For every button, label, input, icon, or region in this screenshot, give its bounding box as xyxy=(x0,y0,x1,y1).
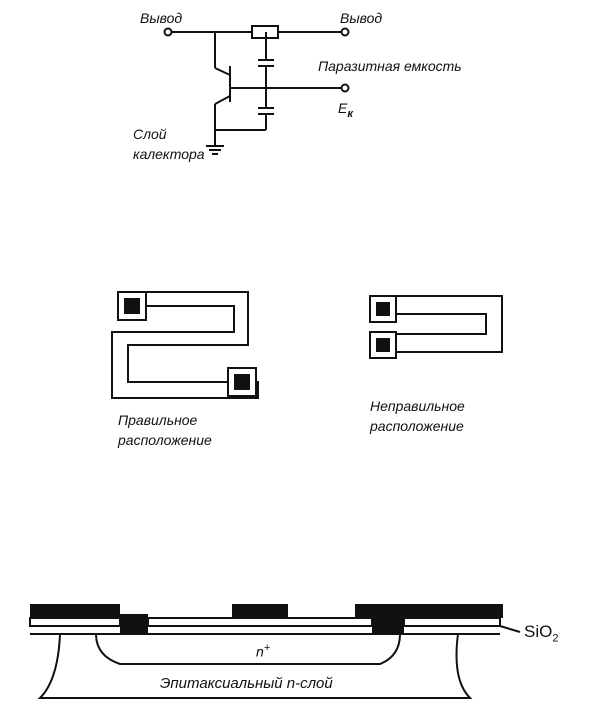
terminal-right xyxy=(342,29,349,36)
resistor-layout-drawing xyxy=(0,270,613,470)
sio2-leader xyxy=(500,626,520,632)
label-correct-line1: Правильное xyxy=(118,412,197,428)
label-collector-line2: калектора xyxy=(133,146,205,162)
label-output-right: Вывод xyxy=(340,10,382,26)
label-nplus-sup: + xyxy=(264,642,270,654)
label-sio2-main: SiO xyxy=(524,622,552,641)
contact-plug-left xyxy=(120,614,148,634)
label-output-left: Вывод xyxy=(140,10,182,26)
terminal-ek xyxy=(342,85,349,92)
wrong-contact-bottom xyxy=(376,338,390,352)
circuit-diagram: Вывод Вывод Паразитная емкость Eк Слой к… xyxy=(0,0,613,200)
label-parasitic-capacitance: Паразитная емкость xyxy=(318,58,462,74)
label-collector-line1: Слой xyxy=(133,126,167,142)
label-nplus-main: n xyxy=(256,644,264,660)
label-ek-sub: к xyxy=(347,108,353,120)
oxide-center xyxy=(148,618,372,626)
collector-lead xyxy=(215,68,230,75)
label-ek: Eк xyxy=(338,100,353,122)
circuit-drawing xyxy=(0,0,613,200)
metal-center xyxy=(232,604,288,618)
label-nplus: n+ xyxy=(256,640,270,660)
emitter-lead xyxy=(215,96,230,104)
oxide-left xyxy=(30,618,120,626)
label-correct-line2: расположение xyxy=(118,432,212,448)
resistor-layout-comparison: Правильное расположение Неправильное рас… xyxy=(0,270,613,470)
label-epitaxial-layer: Эпитаксиальный n-слой xyxy=(160,676,333,692)
correct-contact-bottom xyxy=(234,374,250,390)
label-wrong-line1: Неправильное xyxy=(370,398,465,414)
terminal-left xyxy=(165,29,172,36)
wrong-contact-top xyxy=(376,302,390,316)
nplus-region xyxy=(96,634,400,664)
label-wrong-line2: расположение xyxy=(370,418,464,434)
label-sio2: SiO2 xyxy=(524,624,558,646)
metal-left xyxy=(30,604,120,618)
oxide-right xyxy=(404,618,500,626)
label-sio2-sub: 2 xyxy=(552,632,558,644)
cross-section-diagram: SiO2 n+ Эпитаксиальный n-слой xyxy=(0,590,613,722)
correct-contact-top xyxy=(124,298,140,314)
contact-plug-right xyxy=(372,614,404,634)
cross-section-drawing xyxy=(0,590,613,722)
label-ek-main: E xyxy=(338,100,347,116)
